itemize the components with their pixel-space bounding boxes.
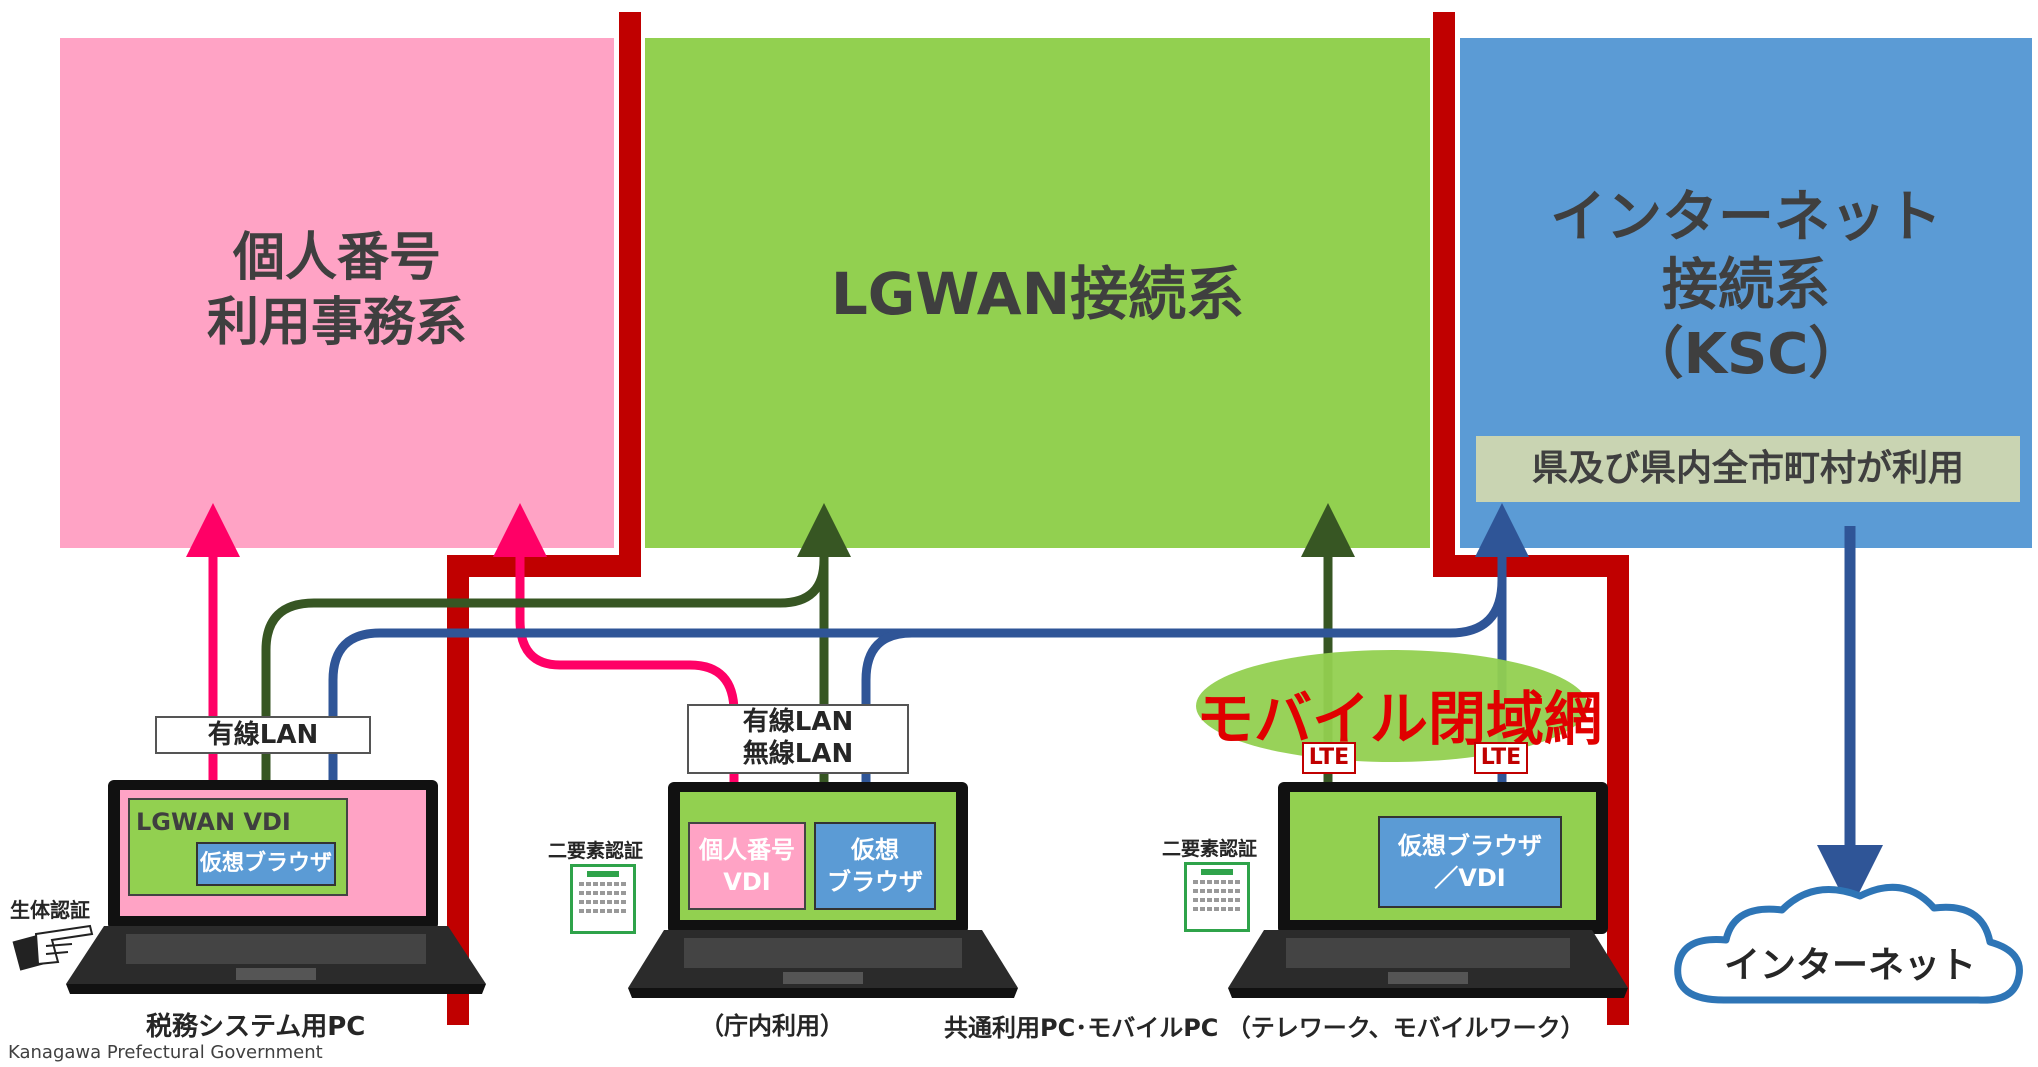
tax-pc-auth-label: 生体認証 bbox=[10, 898, 90, 922]
office-pc-screen: 個人番号 VDI 仮想 ブラウザ bbox=[668, 782, 968, 934]
lte-badge-right: LTE bbox=[1474, 742, 1528, 774]
tax-pc-keyboard bbox=[66, 926, 486, 994]
office-connection-line1: 有線LAN bbox=[742, 707, 854, 737]
mobile-pc-screen: 仮想ブラウザ ／VDI bbox=[1278, 782, 1608, 934]
mobile-pc-caption: 共通利用PC･モバイルPC （テレワーク、モバイルワーク） bbox=[944, 1014, 1585, 1042]
office-pc-certificate-icon bbox=[570, 864, 636, 934]
office-pc-virtual-browser: 仮想 ブラウザ bbox=[814, 822, 936, 910]
tax-pc-screen: LGWAN VDI 仮想ブラウザ bbox=[108, 780, 438, 930]
mobile-network-label: モバイル閉域網 bbox=[1196, 685, 1603, 753]
tax-pc-virtual-browser: 仮想ブラウザ bbox=[196, 842, 336, 886]
mobile-pc-certificate-icon bbox=[1184, 862, 1250, 932]
internet-zone: インターネット 接続系 （KSC） 県及び県内全市町村が利用 bbox=[1460, 38, 2032, 548]
lgwan-zone: LGWAN接続系 bbox=[645, 38, 1430, 548]
tax-pc-connection-label: 有線LAN bbox=[155, 716, 371, 754]
office-pc-mynumber-vdi: 個人番号 VDI bbox=[688, 822, 806, 910]
office-pc-connection-label: 有線LAN 無線LAN bbox=[687, 704, 909, 774]
tax-pc-lgwan-vdi: LGWAN VDI 仮想ブラウザ bbox=[128, 798, 348, 896]
separator-left bbox=[447, 12, 641, 1025]
office-mynumber-vdi-line2: VDI bbox=[723, 868, 771, 896]
tax-pc-lgwan-vdi-label: LGWAN VDI bbox=[136, 808, 291, 836]
office-pc-caption: （庁内利用） bbox=[700, 1012, 844, 1040]
office-virtual-browser-line2: ブラウザ bbox=[827, 868, 923, 896]
office-pc-auth-label: 二要素認証 bbox=[548, 840, 644, 862]
mynumber-zone-title-line1: 個人番号 bbox=[232, 228, 441, 288]
footer-org: Kanagawa Prefectural Government bbox=[8, 1042, 323, 1063]
office-connection-line2: 無線LAN bbox=[742, 739, 854, 769]
cloud-icon bbox=[1674, 883, 2023, 1004]
office-mynumber-vdi-line1: 個人番号 bbox=[699, 836, 795, 864]
internet-zone-title-line1: インターネット bbox=[1550, 185, 1942, 250]
mobile-virtual-browser-line1: 仮想ブラウザ bbox=[1398, 832, 1542, 860]
mobile-pc-auth-label: 二要素認証 bbox=[1162, 838, 1258, 860]
mynumber-zone-title-line2: 利用事務系 bbox=[206, 293, 467, 353]
mobile-virtual-browser-line2: ／VDI bbox=[1434, 864, 1506, 892]
lte-badge-left: LTE bbox=[1302, 742, 1356, 774]
mobile-pc-keyboard bbox=[1228, 930, 1628, 998]
internet-zone-note: 県及び県内全市町村が利用 bbox=[1476, 436, 2020, 502]
cloud-label: インターネット bbox=[1723, 945, 1976, 986]
mobile-pc-virtual-browser-vdi: 仮想ブラウザ ／VDI bbox=[1378, 816, 1562, 908]
route-office-to-internet bbox=[861, 628, 913, 844]
lgwan-zone-title: LGWAN接続系 bbox=[830, 260, 1245, 328]
office-pc-keyboard bbox=[628, 930, 1018, 998]
route-office-to-mynumber bbox=[493, 503, 739, 840]
fingerprint-hand-icon bbox=[12, 924, 94, 971]
office-virtual-browser-line1: 仮想 bbox=[851, 836, 899, 864]
tax-pc-caption: 税務システム用PC bbox=[146, 1012, 366, 1042]
mynumber-zone: 個人番号 利用事務系 bbox=[60, 38, 614, 548]
internet-zone-title-line3: （KSC） bbox=[1627, 321, 1865, 387]
internet-zone-title-line2: 接続系 bbox=[1662, 253, 1830, 319]
separator-right bbox=[1433, 12, 1629, 1025]
